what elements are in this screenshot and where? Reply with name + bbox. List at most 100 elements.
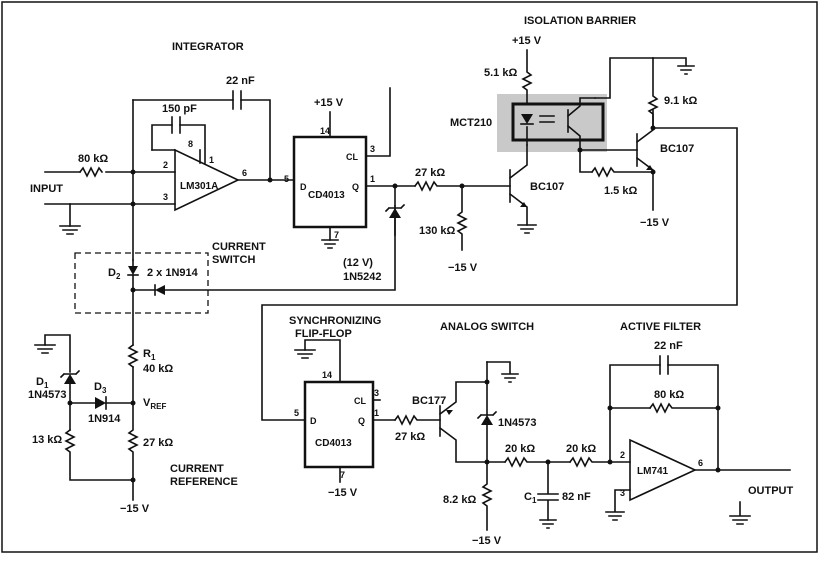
ground-symbol-c1	[539, 519, 557, 529]
pin-u2-2: 2	[620, 450, 625, 460]
analog-switch-section	[438, 361, 631, 531]
label-r-13k: 13 kΩ	[32, 434, 62, 446]
zener-d1	[64, 374, 76, 384]
label-ff1: CD4013	[308, 190, 345, 201]
ff2-box	[303, 380, 375, 469]
pin-ff2-5: 5	[294, 408, 299, 418]
label-opamp1: LM301A	[180, 181, 218, 192]
label-d1: D1	[36, 376, 49, 390]
label-d1-part: 1N4573	[28, 389, 67, 401]
label-r1: R1	[143, 348, 156, 362]
q1-section	[508, 49, 605, 234]
ground-symbol-switch	[486, 361, 519, 383]
label-r-9k1: 9.1 kΩ	[664, 95, 697, 107]
label-c-150p: 150 pF	[162, 103, 197, 115]
label-r-27k-1: 27 kΩ	[415, 167, 445, 179]
pin-ff1-5: 5	[284, 174, 289, 184]
label-c-22n-filter: 22 nF	[654, 340, 683, 352]
label-c-22n-int: 22 nF	[226, 75, 255, 87]
capacitor-22nf-integrator	[232, 90, 242, 110]
label-isolation-barrier: ISOLATION BARRIER	[524, 15, 636, 27]
ff1-section	[292, 87, 511, 251]
label-d3: D3	[94, 381, 107, 395]
diode-d2	[128, 266, 138, 275]
pin-ff2-1: 1	[374, 408, 379, 418]
label-input: INPUT	[30, 183, 63, 195]
label-current-switch-1: CURRENT	[212, 241, 266, 253]
integrator-section	[44, 90, 295, 261]
diode-d3	[95, 397, 106, 409]
label-analog-switch: ANALOG SWITCH	[440, 321, 534, 333]
label-rail-p15-top: +15 V	[512, 35, 542, 47]
label-r1-val: 40 kΩ	[143, 363, 173, 375]
label-sync-ff-2: FLIP-FLOP	[295, 328, 352, 340]
pin-u2-3: 3	[620, 488, 625, 498]
label-r-5k1: 5.1 kΩ	[484, 67, 517, 79]
label-opto: MCT210	[450, 117, 492, 129]
label-zener1: 1N5242	[343, 271, 382, 283]
label-current-switch-2: SWITCH	[212, 254, 255, 266]
zener-1n5242	[389, 208, 401, 218]
current-switch-box	[74, 252, 209, 314]
label-vref: VREF	[143, 397, 166, 411]
label-rail-p15-ff1: +15 V	[314, 97, 344, 109]
opamp-lm741	[629, 438, 697, 502]
pin-ff1-1: 1	[370, 174, 375, 184]
label-current-reference-2: REFERENCE	[170, 476, 238, 488]
pin-ff1-3: 3	[370, 144, 375, 154]
ground-symbol-output	[729, 501, 751, 525]
pin-u2-6: 6	[698, 458, 703, 468]
pin-ff2-14: 14	[322, 370, 332, 380]
label-opamp2: LM741	[637, 466, 669, 477]
pin-u1-6: 6	[242, 168, 247, 178]
ff1-clock-line	[365, 87, 391, 157]
label-output: OUTPUT	[748, 485, 794, 497]
label-c-82n: 82 nF	[562, 491, 591, 503]
label-q1: BC107	[530, 181, 564, 193]
pin-u1-1: 1	[209, 155, 214, 165]
label-rail-m15-8k2: −15 V	[472, 535, 502, 547]
capacitor-22nf-filter	[659, 355, 669, 375]
label-integrator: INTEGRATOR	[172, 41, 244, 53]
label-r-20k-2: 20 kΩ	[566, 443, 596, 455]
label-r-27k-2: 27 kΩ	[395, 431, 425, 443]
opamp-lm301a	[174, 148, 240, 212]
label-rail-m15-130k: −15 V	[448, 262, 478, 274]
pin-ff1-14: 14	[320, 126, 330, 136]
label-d2: D2	[108, 267, 121, 281]
pin-ff1-q: Q	[352, 182, 359, 192]
label-rail-m15-q2: −15 V	[640, 217, 670, 229]
pin-u1-8: 8	[188, 139, 193, 149]
label-sync-ff-1: SYNCHRONIZING	[289, 315, 381, 327]
optocoupler-mct210	[511, 102, 605, 142]
label-zener1-v: (12 V)	[343, 257, 373, 269]
resistor-80k-input	[78, 166, 104, 178]
ground-symbol-input	[59, 225, 81, 235]
label-d3-part: 1N914	[88, 413, 121, 425]
label-rail-m15-ff2: −15 V	[328, 487, 358, 499]
ground-symbol-q1	[517, 224, 537, 234]
ground-symbol-filter	[605, 489, 631, 521]
label-r-20k-1: 20 kΩ	[505, 443, 535, 455]
pin-ff1-cl: CL	[346, 152, 358, 162]
led-emission-arrows	[539, 115, 555, 123]
label-q3: BC177	[412, 395, 446, 407]
pin-ff1-7: 7	[334, 230, 339, 240]
pin-ff2-3: 3	[374, 388, 379, 398]
label-r-1k5: 1.5 kΩ	[604, 185, 637, 197]
label-active-filter: ACTIVE FILTER	[620, 321, 701, 333]
label-zener2: 1N4573	[498, 417, 537, 429]
pin-ff1-d: D	[300, 182, 307, 192]
pin-u1-3: 3	[163, 192, 168, 202]
current-reference-section	[34, 334, 139, 501]
pin-ff2-d: D	[310, 416, 317, 426]
ground-symbol-q2	[652, 57, 695, 75]
label-r-80k-filter: 80 kΩ	[654, 389, 684, 401]
label-q2: BC107	[660, 143, 694, 155]
ground-symbol-ff1	[321, 239, 339, 249]
q2-section	[261, 57, 738, 421]
label-rail-m15-ref: −15 V	[120, 503, 150, 515]
